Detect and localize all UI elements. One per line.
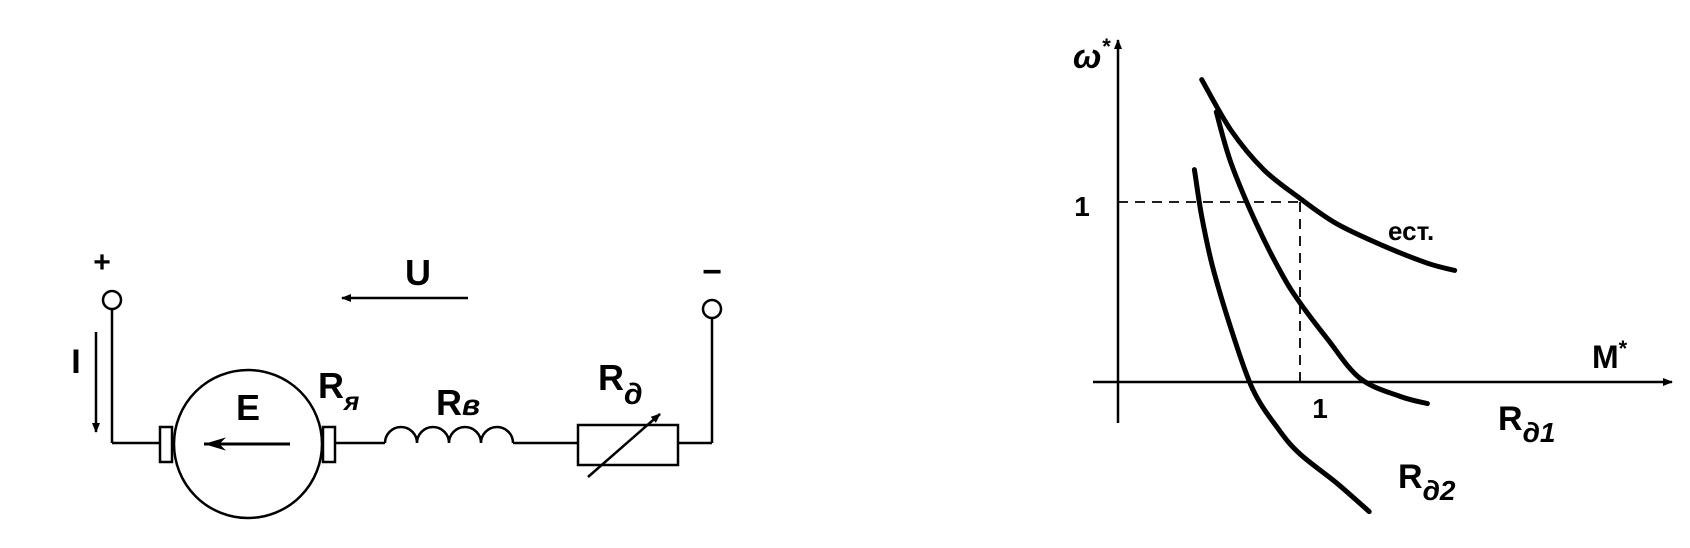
x-axis-label: M* bbox=[1592, 336, 1628, 375]
series-label-rd1-sub: д1 bbox=[1523, 417, 1556, 448]
y-axis-label-base: ω bbox=[1073, 38, 1101, 76]
y-tick-label: 1 bbox=[1074, 191, 1090, 222]
added-res-label: Rд bbox=[598, 357, 643, 411]
series-label-rd2-base: R bbox=[1398, 458, 1423, 496]
plus-terminal-label: + bbox=[93, 246, 111, 279]
x-axis-label-sup: * bbox=[1619, 336, 1628, 361]
armature-res-base: R bbox=[318, 365, 344, 406]
minus-terminal-label: − bbox=[702, 253, 722, 291]
added-resistor bbox=[576, 423, 680, 467]
series-label-rd1: Rд1 bbox=[1498, 400, 1555, 448]
speed-torque-chart: ω* M* 1 1 ест. Rд1 Rд2 bbox=[1073, 34, 1673, 515]
series-label-rd1-base: R bbox=[1498, 400, 1523, 438]
rheostat-arrow bbox=[587, 413, 661, 478]
series-rd1 bbox=[1213, 109, 1430, 407]
series-field-base: R bbox=[436, 382, 462, 423]
emf-label: E bbox=[236, 387, 260, 428]
added-res-sub: д bbox=[624, 378, 643, 411]
series-label-natural-base: ест. bbox=[1388, 216, 1434, 246]
x-tick-label: 1 bbox=[1312, 393, 1328, 424]
voltage-label: U bbox=[405, 252, 431, 293]
series-natural bbox=[1199, 77, 1458, 273]
y-axis-label: ω* bbox=[1073, 34, 1111, 76]
series-layer bbox=[1191, 77, 1458, 515]
series-label-rd2: Rд2 bbox=[1398, 458, 1456, 506]
armature-res-label: Rя bbox=[318, 365, 359, 416]
added-res-base: R bbox=[598, 357, 624, 398]
series-label-natural: ест. bbox=[1388, 216, 1434, 246]
series-field-label: Rв bbox=[436, 382, 480, 423]
current-label: I bbox=[71, 343, 80, 381]
minus-terminal bbox=[701, 298, 723, 320]
series-rd2 bbox=[1191, 167, 1372, 515]
right-brush bbox=[321, 425, 337, 464]
y-axis-label-sup: * bbox=[1101, 34, 1111, 59]
plus-terminal bbox=[101, 289, 123, 311]
series-field-coil bbox=[383, 425, 515, 444]
series-label-rd2-sub: д2 bbox=[1423, 475, 1456, 506]
armature-res-sub: я bbox=[342, 386, 359, 416]
left-brush bbox=[158, 425, 174, 464]
circuit-schematic: + I E Rя Rв Rд − U bbox=[71, 246, 723, 520]
x-axis-label-base: M bbox=[1592, 339, 1619, 375]
series-field-sub: в bbox=[462, 389, 480, 422]
